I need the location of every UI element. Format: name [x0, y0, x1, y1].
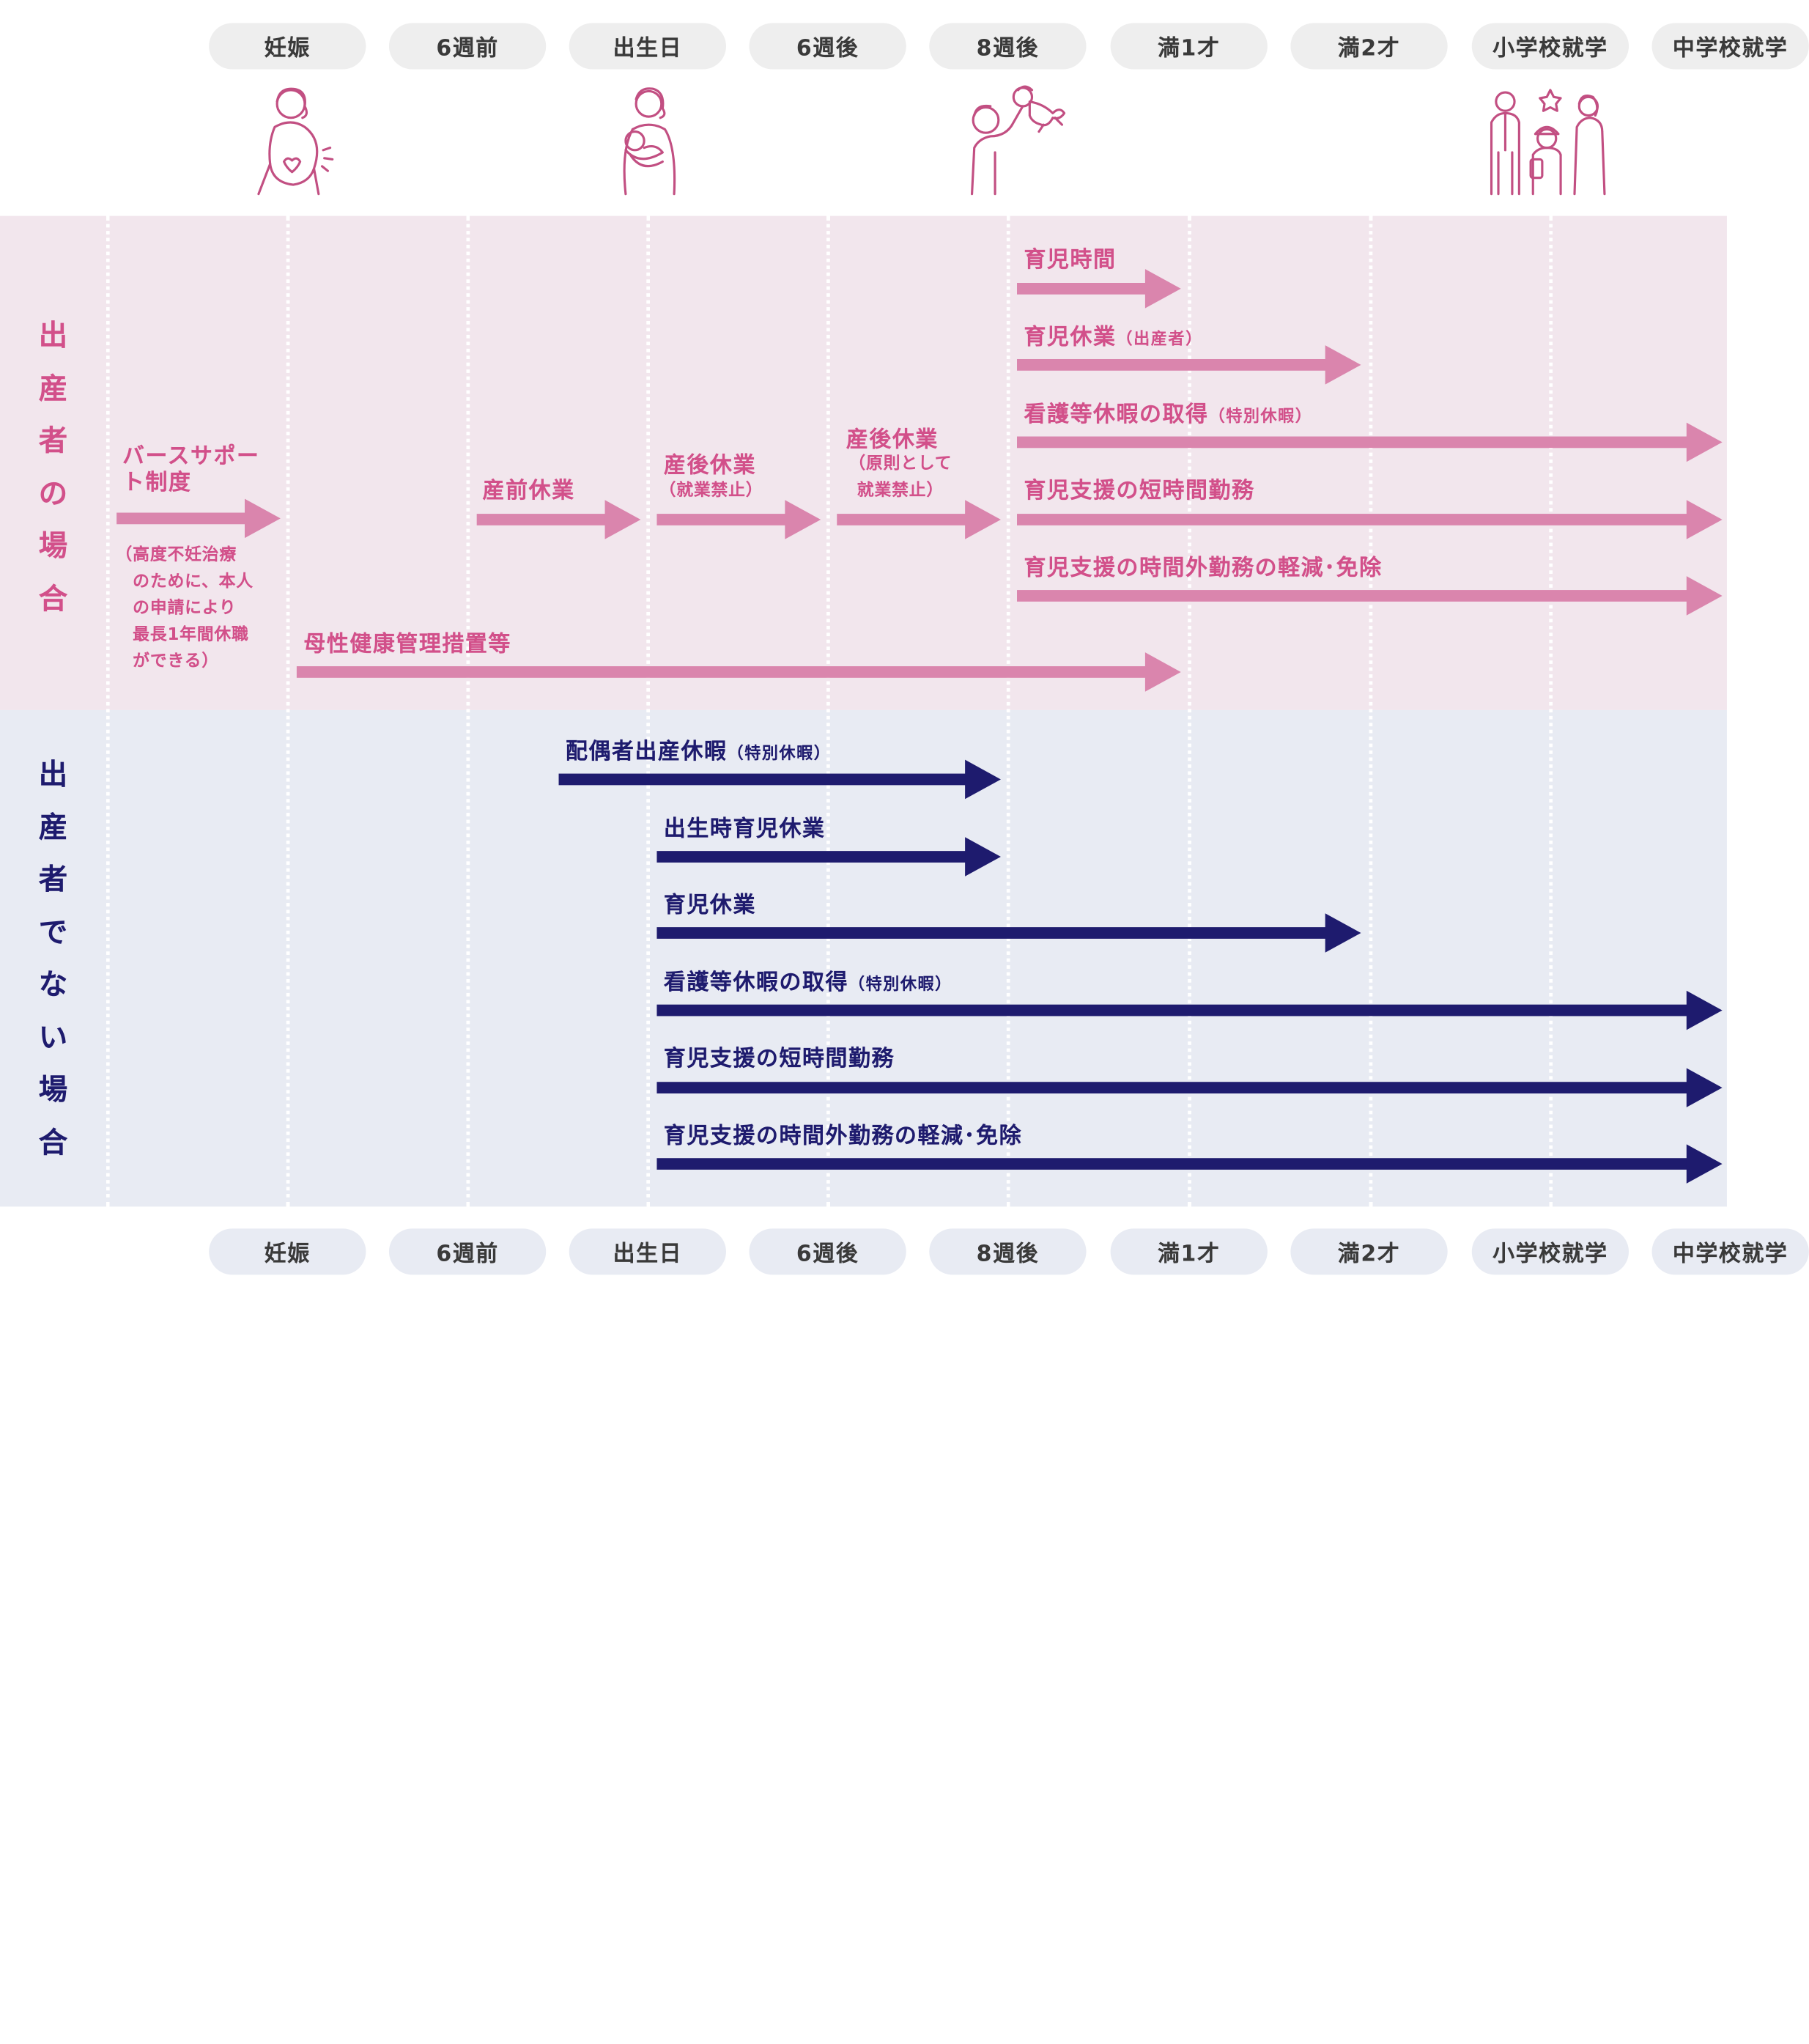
milestone-6-weeks-after: 6週後: [749, 23, 906, 70]
milestone-age-2: 満2才: [1290, 23, 1448, 70]
arrow-jikangai-birth: [1017, 576, 1723, 616]
milestone-junior-high-school: 中学校就学: [1651, 1228, 1809, 1275]
arrow-haigusha: [558, 759, 1001, 800]
milestone-pregnancy: 妊娠: [209, 1228, 366, 1275]
label-sango-1-note: （就業禁止）: [659, 481, 763, 501]
milestone-age-1: 満1才: [1110, 23, 1268, 70]
arrow-ikuji-jikan: [1017, 269, 1181, 309]
label-ikuji-kyugyo-birth: 育児休業（出産者）: [1024, 320, 1202, 351]
milestone-6-weeks-after: 6週後: [749, 1228, 906, 1275]
arrow-jikangai-nonbirth: [656, 1144, 1723, 1184]
label-text: 看護等休暇の取得: [663, 970, 849, 996]
label-sango-1: 産後休業: [663, 452, 756, 479]
label-kango-nonbirth: 看護等休暇の取得（特別休暇）: [664, 965, 952, 997]
milestone-8-weeks-after: 8週後: [929, 23, 1087, 70]
birth-support-note: （高度不妊治療 のために、本人 の申請により 最長1年間休職 ができる）: [115, 546, 254, 671]
grid-line: [1006, 215, 1010, 1207]
mother-holding-baby-icon: [605, 81, 691, 199]
milestone-elementary-school: 小学校就学: [1471, 1228, 1629, 1275]
label-sango-2: 産後休業: [846, 427, 939, 453]
label-kango-birth: 看護等休暇の取得（特別休暇）: [1024, 397, 1312, 429]
arrow-shusseiji: [656, 837, 1001, 877]
arrow-tanjikan-birth: [1017, 500, 1723, 539]
milestone-junior-high-school: 中学校就学: [1651, 23, 1809, 70]
milestone-pregnancy: 妊娠: [209, 23, 366, 70]
milestone-6-weeks-before: 6週前: [388, 1228, 547, 1275]
grid-line: [826, 215, 830, 1207]
label-jikangai-birth: 育児支援の時間外勤務の軽減･免除: [1024, 555, 1383, 581]
label-ikuji-jikan: 育児時間: [1024, 247, 1117, 273]
section-label-birth-parent: 出 産 者 の 場 合: [38, 318, 68, 615]
grid-line: [646, 215, 651, 1207]
milestone-birth-date: 出生日: [569, 1228, 726, 1275]
label-sanzen: 産前休業: [482, 478, 575, 503]
family-school-entry-icon: [1482, 81, 1611, 199]
pregnant-woman-icon: [245, 81, 337, 199]
grid-line: [286, 215, 290, 1207]
label-tanjikan-birth: 育児支援の短時間勤務: [1024, 478, 1255, 503]
arrow-tanjikan-nonbirth: [656, 1068, 1723, 1107]
arrow-kango-nonbirth: [656, 990, 1723, 1030]
label-bosei: 母性健康管理措置等: [303, 631, 511, 657]
label-birth-support: バースサポー ト制度: [122, 443, 260, 495]
arrow-bosei: [296, 652, 1181, 692]
milestone-8-weeks-after: 8週後: [929, 1228, 1087, 1275]
label-shusseiji: 出生時育児休業: [663, 816, 826, 842]
grid-line: [1549, 215, 1553, 1207]
arrow-kango-birth: [1017, 422, 1723, 462]
milestone-6-weeks-before: 6週前: [388, 23, 547, 70]
grid-line: [106, 215, 110, 1207]
arrow-sanzen: [476, 500, 641, 539]
label-ikuji-kyugyo-nonbirth: 育児休業: [663, 892, 756, 918]
label-note: （特別休暇）: [727, 745, 832, 764]
milestone-elementary-school: 小学校就学: [1471, 23, 1629, 70]
milestone-age-1: 満1才: [1110, 1228, 1268, 1275]
label-text: 配偶者出産休暇: [565, 739, 728, 764]
label-tanjikan-nonbirth: 育児支援の短時間勤務: [663, 1046, 895, 1072]
label-jikangai-nonbirth: 育児支援の時間外勤務の軽減･免除: [663, 1123, 1023, 1149]
milestone-age-2: 満2才: [1290, 1228, 1448, 1275]
section-label-non-birth-parent: 出 産 者 で な い 場 合: [38, 757, 68, 1159]
label-sango-2-note: （原則として 就業禁止）: [848, 454, 952, 501]
label-text: 看護等休暇の取得: [1024, 402, 1209, 427]
arrow-ikuji-kyugyo-birth: [1017, 345, 1361, 385]
grid-line: [1369, 215, 1373, 1207]
arrow-sango-2: [837, 500, 1001, 539]
label-note: （特別休暇）: [848, 975, 952, 995]
arrow-sango-1: [656, 500, 821, 539]
label-note: （特別休暇）: [1208, 407, 1313, 427]
label-text: 育児休業: [1024, 324, 1117, 350]
milestone-birth-date: 出生日: [569, 23, 726, 70]
label-note: （出産者）: [1116, 330, 1203, 349]
label-haigusha: 配偶者出産休暇（特別休暇）: [566, 734, 831, 766]
arrow-birth-support: [116, 498, 281, 539]
parent-lifting-baby-icon: [961, 81, 1071, 199]
grid-line: [466, 215, 470, 1207]
arrow-ikuji-kyugyo-nonbirth: [656, 913, 1361, 953]
grid-line: [1188, 215, 1191, 1207]
